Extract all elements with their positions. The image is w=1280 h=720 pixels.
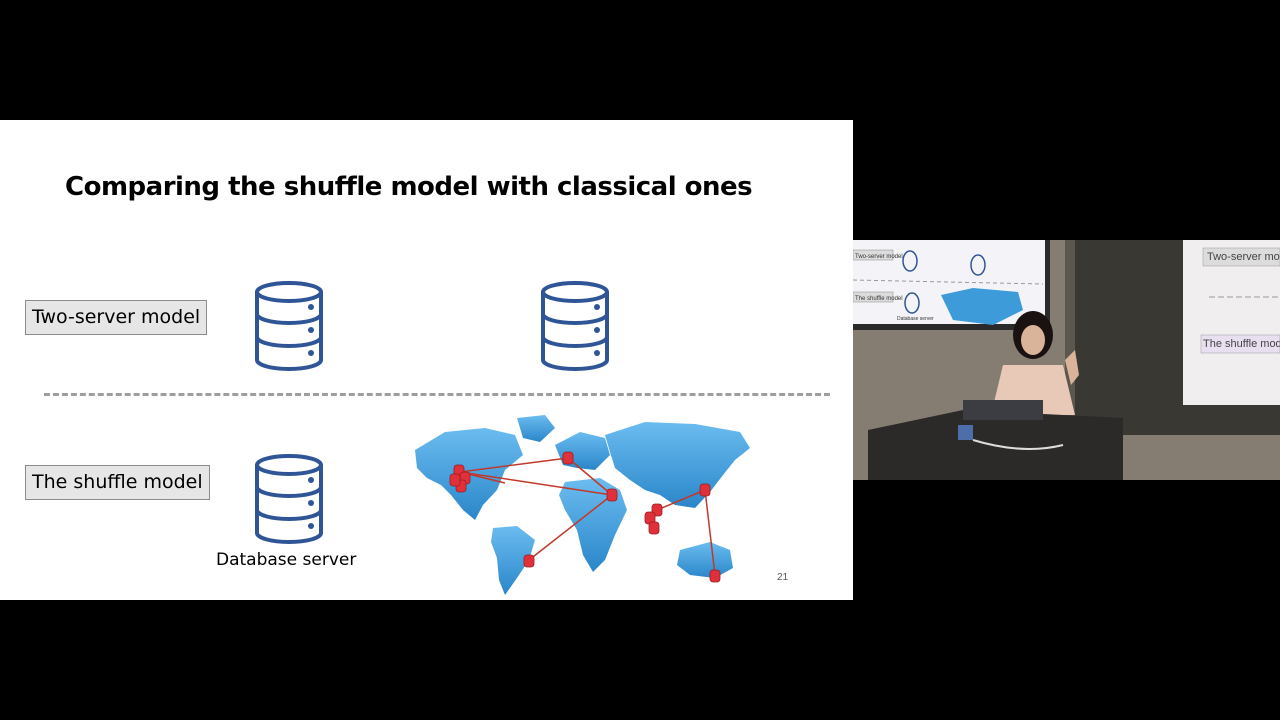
database-server-caption: Database server <box>216 550 357 570</box>
camera-right-label-1: Two-server mo <box>1207 251 1280 263</box>
speaker-camera-feed: Two-server model The shuffle model Datab… <box>853 240 1280 480</box>
camera-left-label-1: Two-server model <box>855 254 903 260</box>
presentation-slide: Comparing the shuffle model with classic… <box>0 120 853 600</box>
camera-left-label-2: The shuffle model <box>855 296 903 302</box>
camera-left-caption: Database server <box>897 316 934 322</box>
slide-number: 21 <box>777 572 789 583</box>
slide-title: Comparing the shuffle model with classic… <box>65 172 753 202</box>
world-map <box>415 415 750 595</box>
two-server-model-label: Two-server model <box>25 300 208 335</box>
dashed-divider <box>44 393 830 396</box>
shuffle-model-label: The shuffle model <box>25 465 210 500</box>
database-icon <box>255 454 323 544</box>
database-icon <box>541 281 609 371</box>
camera-right-label-2: The shuffle mod <box>1203 338 1280 350</box>
camera-scene: Two-server model The shuffle model Datab… <box>853 240 1280 480</box>
database-icon <box>255 281 323 371</box>
